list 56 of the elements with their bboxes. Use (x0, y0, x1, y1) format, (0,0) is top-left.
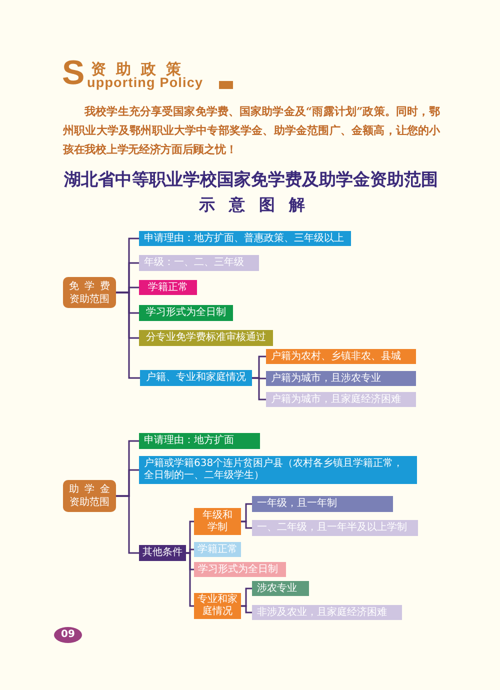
condition-box (139, 305, 233, 321)
condition-box (139, 330, 273, 346)
connector-line (241, 605, 252, 614)
condition-box (266, 371, 416, 386)
box-label: 分专业免学费标准审核通过 (145, 332, 267, 344)
box-label: 专业和家庭情况 (197, 594, 238, 618)
box-label: 资助范围 (68, 496, 110, 509)
condition-box (139, 231, 351, 246)
condition-box (252, 605, 402, 620)
box-label: 年级和学制 (202, 510, 234, 534)
group-box (194, 508, 241, 535)
group-box (140, 370, 252, 386)
connector-line (241, 520, 252, 529)
connector-line (116, 495, 139, 554)
box-label: 学习形式为全日制 (145, 307, 227, 319)
box-label: 非涉及农业，且家庭经济困难 (257, 606, 388, 618)
condition-box (139, 433, 260, 449)
condition-box (252, 496, 393, 512)
box-label: 学籍正常 (147, 282, 189, 294)
box-label: 户籍为城市，且涉农专业 (271, 372, 382, 384)
box-label: 一年级，且一年制 (257, 498, 338, 510)
box-label: 户籍为城市，且家庭经济困难 (271, 394, 402, 406)
condition-box (139, 255, 259, 271)
box-label: 申请理由：地方扩面 (144, 435, 235, 447)
box-label: 免学费 (68, 280, 111, 292)
box-label: 申请理由：地方扩面、普惠政策、三年级以上 (144, 232, 345, 244)
section-heading: 资助政策 (91, 61, 191, 78)
page-number: 09 (54, 627, 82, 643)
section-subheading: upporting Policy (87, 75, 204, 90)
box-label: 其他条件 (142, 547, 184, 559)
box-label: 涉农专业 (257, 582, 298, 594)
connector-line (186, 552, 194, 607)
box-label: 年级：一、二、三年级 (144, 257, 245, 269)
condition-box (139, 456, 417, 484)
category-box (63, 480, 116, 512)
connector-line (252, 377, 266, 400)
condition-box (139, 280, 197, 295)
box-label: 学籍正常 (196, 544, 238, 556)
connector-line (116, 292, 140, 379)
diagram-title: 湖北省中等职业学校国家免学费及助学金资助范围 (63, 170, 439, 190)
box-label: 学习形式为全日制 (198, 564, 279, 576)
condition-box (252, 581, 309, 596)
condition-box (252, 520, 418, 536)
box-label: 户籍为农村、乡镇非农、县城 (271, 350, 402, 362)
condition-box (266, 392, 416, 407)
box-label: 户籍或学籍638个连片贫困户县（农村各乡镇且学籍正常，全日制的一、二年级学生） (144, 458, 404, 482)
condition-box (194, 562, 286, 577)
category-box (63, 277, 116, 308)
box-label: 户籍、专业和家庭情况 (145, 372, 247, 384)
heading-initial: S (62, 56, 85, 90)
condition-box (266, 349, 416, 364)
intro-paragraph: 我校学生充分享受国家免学费、国家助学金及“雨露计划”政策。同时，鄂州职业大学及鄂州职业大学中专部奖学金、助学金范围广、金额高，让您的小孩在我校上学无经济方面后顾之忧！ (63, 104, 440, 158)
box-label: 一、二年级，且一年半及以上学制 (257, 522, 408, 534)
box-label: 资助范围 (68, 292, 110, 306)
box-label: 助学金 (68, 483, 111, 496)
diagram-subtitle: 示意图解 (198, 195, 315, 214)
